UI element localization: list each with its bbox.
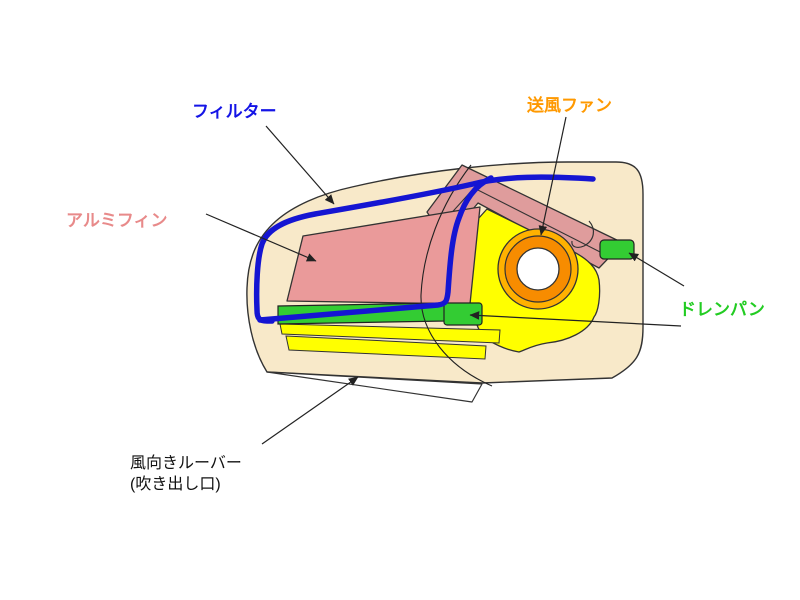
front-panel-curve [420,164,493,387]
filter-line-outer [253,174,596,324]
label-louver-line1: 風向きルーバー [130,455,242,472]
drain-pan-right [599,239,635,260]
fan-casing-curl [571,220,594,248]
filter-line-inner [257,175,494,323]
pointer-louver [261,376,359,445]
pointer-drain-pan-lower [469,311,682,327]
label-blower-fan: 送風ファン [527,96,612,115]
label-louver-line2: (吹き出し口) [130,476,221,493]
label-drain-pan: ドレンパン [679,300,765,319]
drain-pan-middle [443,302,483,326]
louver-strip-1 [279,323,501,344]
louver-strip-2 [285,335,487,360]
label-aluminum-fin: アルミフィン [66,211,168,230]
pointer-aluminum-fin [205,213,317,262]
label-filter: フィルター [192,102,277,121]
fan-hub [516,247,560,291]
louver-flap-outline [266,371,483,403]
pointer-blower-fan [538,116,567,236]
label-louver: 風向きルーバー (吹き出し口) [130,453,242,495]
pointer-drain-pan-upper [628,252,685,287]
pointer-filter [265,125,335,205]
